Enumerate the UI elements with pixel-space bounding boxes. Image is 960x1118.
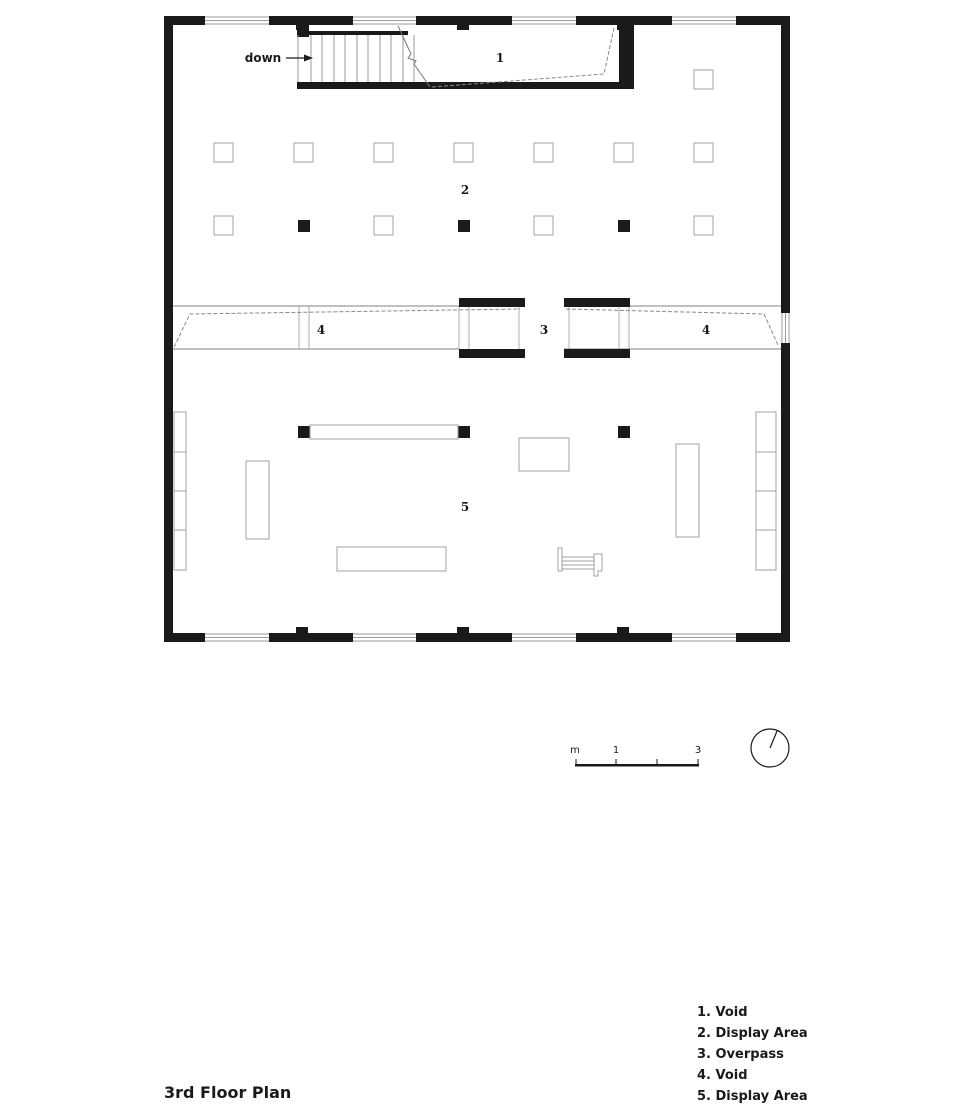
windows <box>205 16 790 642</box>
north-arrow-icon <box>750 728 790 768</box>
stair-treads <box>297 25 431 88</box>
stair-void-enclosure <box>297 25 634 89</box>
void-4-outlines <box>173 308 779 348</box>
drawing-title: 3rd Floor Plan <box>164 1083 292 1102</box>
overpass-walls <box>459 298 630 358</box>
legend-item: 2. Display Area <box>697 1026 808 1041</box>
down-arrow-icon <box>286 54 313 62</box>
scale-unit-label: m <box>570 745 580 756</box>
exterior-walls <box>164 16 790 642</box>
room-number-2: 2 <box>460 183 470 197</box>
display-area-5-furniture <box>173 411 777 577</box>
scale-tick-3-label: 3 <box>694 745 702 756</box>
legend: 1. Void 2. Display Area 3. Overpass 4. V… <box>697 1002 808 1107</box>
stair-down-label: down <box>244 51 282 65</box>
column-grid <box>213 69 714 236</box>
legend-item: 4. Void <box>697 1068 748 1083</box>
room-number-5: 5 <box>460 500 470 514</box>
room-number-4-right: 4 <box>701 323 711 337</box>
legend-item: 5. Display Area <box>697 1089 808 1104</box>
void-1-outline <box>431 27 615 88</box>
scale-tick-1-label: 1 <box>612 745 620 756</box>
scale-bar <box>575 759 699 767</box>
room-number-4-left: 4 <box>316 323 326 337</box>
room-number-1: 1 <box>495 51 505 65</box>
room-number-3: 3 <box>539 323 549 337</box>
legend-item: 3. Overpass <box>697 1047 784 1062</box>
legend-item: 1. Void <box>697 1005 748 1020</box>
